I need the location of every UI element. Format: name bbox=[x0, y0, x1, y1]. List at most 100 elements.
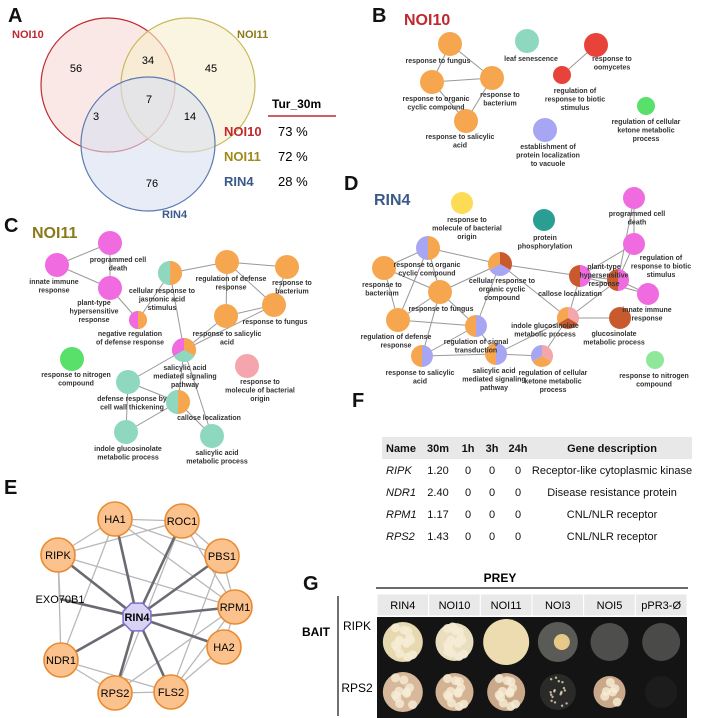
go-node-slice bbox=[422, 345, 433, 367]
bait-row-label: RPS2 bbox=[341, 681, 373, 695]
prey-header-cell bbox=[634, 593, 688, 617]
yeast-colony bbox=[395, 699, 405, 709]
prey-label: PREY bbox=[484, 571, 517, 585]
venn-table: Tur_30m NOI10 73 % NOI11 72 % RIN4 28 % bbox=[224, 97, 336, 189]
yeast-colony bbox=[610, 684, 620, 694]
network-node bbox=[97, 501, 133, 537]
go-label-line: mediated signaling bbox=[153, 374, 216, 381]
network-node-label: PBS1 bbox=[208, 551, 236, 563]
panel-label-a: A bbox=[8, 5, 22, 27]
prey-column-label: NOI5 bbox=[597, 600, 623, 612]
yeast-colony bbox=[553, 688, 556, 692]
yeast-spot bbox=[483, 619, 530, 665]
go-label-line: plant-type bbox=[77, 300, 111, 307]
go-node-slice bbox=[542, 345, 553, 362]
go-node-slice bbox=[178, 390, 190, 414]
go-node-split bbox=[465, 315, 487, 337]
venn-count: 14 bbox=[184, 111, 196, 123]
yeast-colony bbox=[553, 701, 557, 704]
yeast-colony bbox=[394, 635, 404, 645]
network-edge bbox=[114, 518, 223, 557]
go-label-line: protein localization bbox=[516, 153, 580, 160]
network-node bbox=[217, 589, 253, 625]
go-label-line: defense response by bbox=[97, 396, 167, 403]
panel-label-c: C bbox=[4, 215, 18, 237]
venn-count: 45 bbox=[205, 63, 217, 75]
go-label-line: salicylic acid bbox=[472, 368, 515, 375]
go-label-line: leaf senescence bbox=[504, 56, 558, 63]
go-node-slice bbox=[172, 338, 184, 356]
yeast-colony bbox=[457, 635, 467, 645]
go-node-split bbox=[488, 252, 512, 276]
yeast-colony bbox=[506, 702, 516, 712]
go-label-line: innate immune bbox=[29, 279, 79, 286]
go-node bbox=[420, 70, 444, 94]
go-node-split bbox=[166, 390, 190, 414]
venn-count: 34 bbox=[142, 55, 154, 67]
venn-row-name: NOI10 bbox=[224, 124, 262, 139]
yeast-spot bbox=[539, 674, 576, 710]
go-label-line: response to bbox=[240, 379, 280, 386]
table-cell: 0 bbox=[465, 509, 471, 521]
table-header: 30m bbox=[427, 443, 449, 455]
go-node-split bbox=[129, 311, 147, 329]
network-edge bbox=[114, 520, 183, 694]
prey-column-label: pPR3-Ø bbox=[641, 600, 681, 612]
go-label-line: response bbox=[78, 317, 109, 324]
go-label-line: regulation of bbox=[554, 88, 597, 95]
go-node-slice bbox=[558, 318, 578, 330]
go-label: callose localization bbox=[538, 291, 602, 298]
go-label-line: organic cyclic bbox=[479, 287, 526, 294]
prey-column-label: NOI3 bbox=[545, 600, 571, 612]
go-node-split bbox=[531, 345, 553, 368]
yeast-colony bbox=[551, 695, 554, 699]
yeast-colony bbox=[550, 699, 553, 703]
go-label-line: callose localization bbox=[177, 415, 241, 422]
go-node-slice bbox=[465, 315, 476, 337]
network-node bbox=[164, 503, 200, 539]
go-node bbox=[98, 276, 122, 300]
go-label-line: oomycetes bbox=[594, 65, 631, 72]
go-label-line: callose localization bbox=[538, 291, 602, 298]
go-label-line: response to bbox=[362, 282, 402, 289]
go-node bbox=[609, 307, 631, 329]
table-header: 3h bbox=[486, 443, 499, 455]
venn-diagram: NOI10 NOI11 RIN4 56 34 45 7 3 14 76 bbox=[12, 17, 268, 221]
table-cell: 1.43 bbox=[427, 531, 448, 543]
go-node bbox=[584, 33, 608, 57]
go-label-line: origin bbox=[250, 396, 269, 403]
table-cell: CNL/NLR receptor bbox=[567, 531, 658, 543]
go-label-line: response bbox=[588, 281, 619, 288]
go-node-slice bbox=[488, 252, 500, 270]
go-label-line: phosphorylation bbox=[518, 244, 573, 251]
table-cell: 0 bbox=[465, 487, 471, 499]
venn-row-name: NOI11 bbox=[224, 149, 261, 164]
go-edge bbox=[397, 247, 429, 321]
yeast-colony bbox=[408, 700, 418, 710]
yeast-colony bbox=[557, 680, 560, 683]
go-label-line: molecule of bacterial bbox=[432, 226, 502, 233]
go-label-line: bacterium bbox=[275, 289, 308, 296]
yeast-colony bbox=[446, 635, 456, 645]
prey-column-label: NOI11 bbox=[491, 600, 522, 612]
go-node-slice bbox=[170, 261, 182, 285]
network-node-label: FLS2 bbox=[158, 687, 184, 699]
go-label-line: protein bbox=[533, 235, 557, 242]
table-cell: 1.20 bbox=[427, 465, 448, 477]
yeast-colony bbox=[448, 622, 458, 632]
venn-count: 3 bbox=[93, 111, 99, 123]
go-label-line: cellular response to bbox=[469, 278, 535, 285]
go-label-line: regulation of defense bbox=[196, 276, 267, 283]
bait-label: BAIT bbox=[302, 625, 331, 639]
go-node-slice bbox=[428, 236, 440, 260]
